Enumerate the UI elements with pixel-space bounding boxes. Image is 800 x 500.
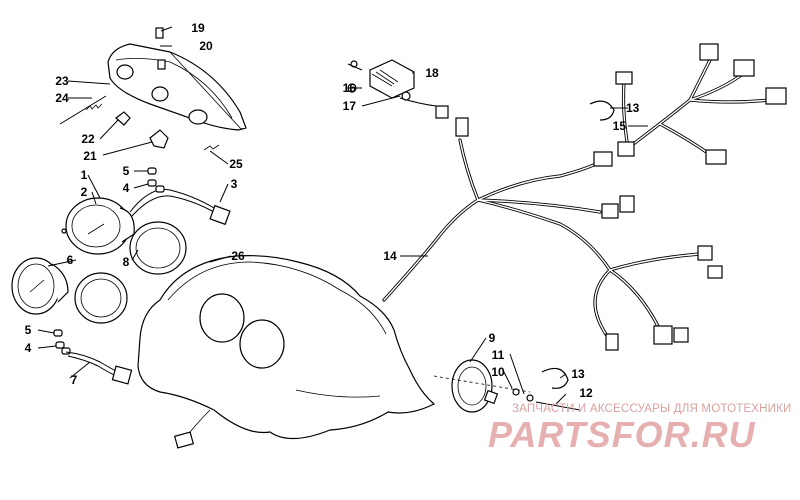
callout-10: 10: [491, 365, 505, 379]
gauge-ring-upper: [129, 221, 187, 275]
auxiliary-gauge: [451, 359, 499, 413]
callout-1: 1: [81, 168, 88, 182]
leader-lines: [37, 26, 648, 405]
watermark-tagline: ЗАПЧАСТИ И АКСЕССУАРЫ ДЛЯ МОТОТЕХНИКИ: [512, 403, 792, 415]
callout-16: 16: [343, 81, 357, 95]
headlight-clip: [155, 27, 166, 70]
callout-24: 24: [55, 91, 69, 105]
bulb-socket-set-bottom: [53, 329, 71, 355]
callout-11: 11: [492, 348, 505, 362]
headlight-bulb: [115, 111, 131, 126]
headlight-assembly: [107, 43, 247, 131]
callouts: 19 20 23 24 22 21 25 1 2 5 4 3 26 8 6 5 …: [25, 21, 640, 400]
speedometer: [61, 197, 135, 255]
retaining-ring-upper: [589, 100, 615, 121]
callout-4-top: 4: [123, 181, 130, 195]
sub-wire-harness: [615, 43, 787, 165]
adjuster-screw: [59, 95, 107, 125]
callout-18: 18: [425, 66, 439, 80]
callout-2: 2: [81, 185, 88, 199]
callout-17: 17: [343, 99, 357, 113]
speedometer-wiring: [129, 188, 231, 226]
main-wire-harness: [382, 117, 723, 351]
callout-7: 7: [71, 373, 78, 387]
callout-8: 8: [123, 255, 130, 269]
retaining-ring-lower: [541, 367, 569, 389]
gauge-ring-lower: [74, 272, 128, 324]
callout-5-bottom: 5: [25, 323, 32, 337]
callout-9: 9: [489, 331, 496, 345]
callout-13-bottom: 13: [571, 367, 585, 381]
tachometer: [11, 257, 69, 315]
callout-6: 6: [67, 253, 74, 267]
headlight-spring: [203, 144, 220, 151]
callout-5-top: 5: [123, 164, 130, 178]
callout-25: 25: [229, 157, 243, 171]
callout-12: 12: [579, 386, 593, 400]
bulb-socket-set-top: [147, 167, 165, 193]
callout-20: 20: [199, 39, 213, 53]
gauge-hardware: [433, 375, 581, 411]
callout-21: 21: [83, 149, 97, 163]
callout-4-bottom: 4: [25, 341, 32, 355]
callout-15: 15: [613, 119, 627, 133]
callout-23: 23: [55, 74, 69, 88]
callout-13-top: 13: [626, 101, 640, 115]
callout-3: 3: [231, 177, 238, 191]
tachometer-wiring: [65, 351, 133, 385]
callout-19: 19: [191, 21, 205, 35]
bulb-boot: [149, 129, 169, 149]
instrument-panel: [137, 255, 436, 449]
callout-14: 14: [383, 249, 397, 263]
voltage-regulator: [347, 59, 449, 119]
callout-26: 26: [231, 249, 245, 263]
callout-22: 22: [81, 132, 95, 146]
watermark-logo: PARTSFOR.RU: [488, 414, 756, 455]
